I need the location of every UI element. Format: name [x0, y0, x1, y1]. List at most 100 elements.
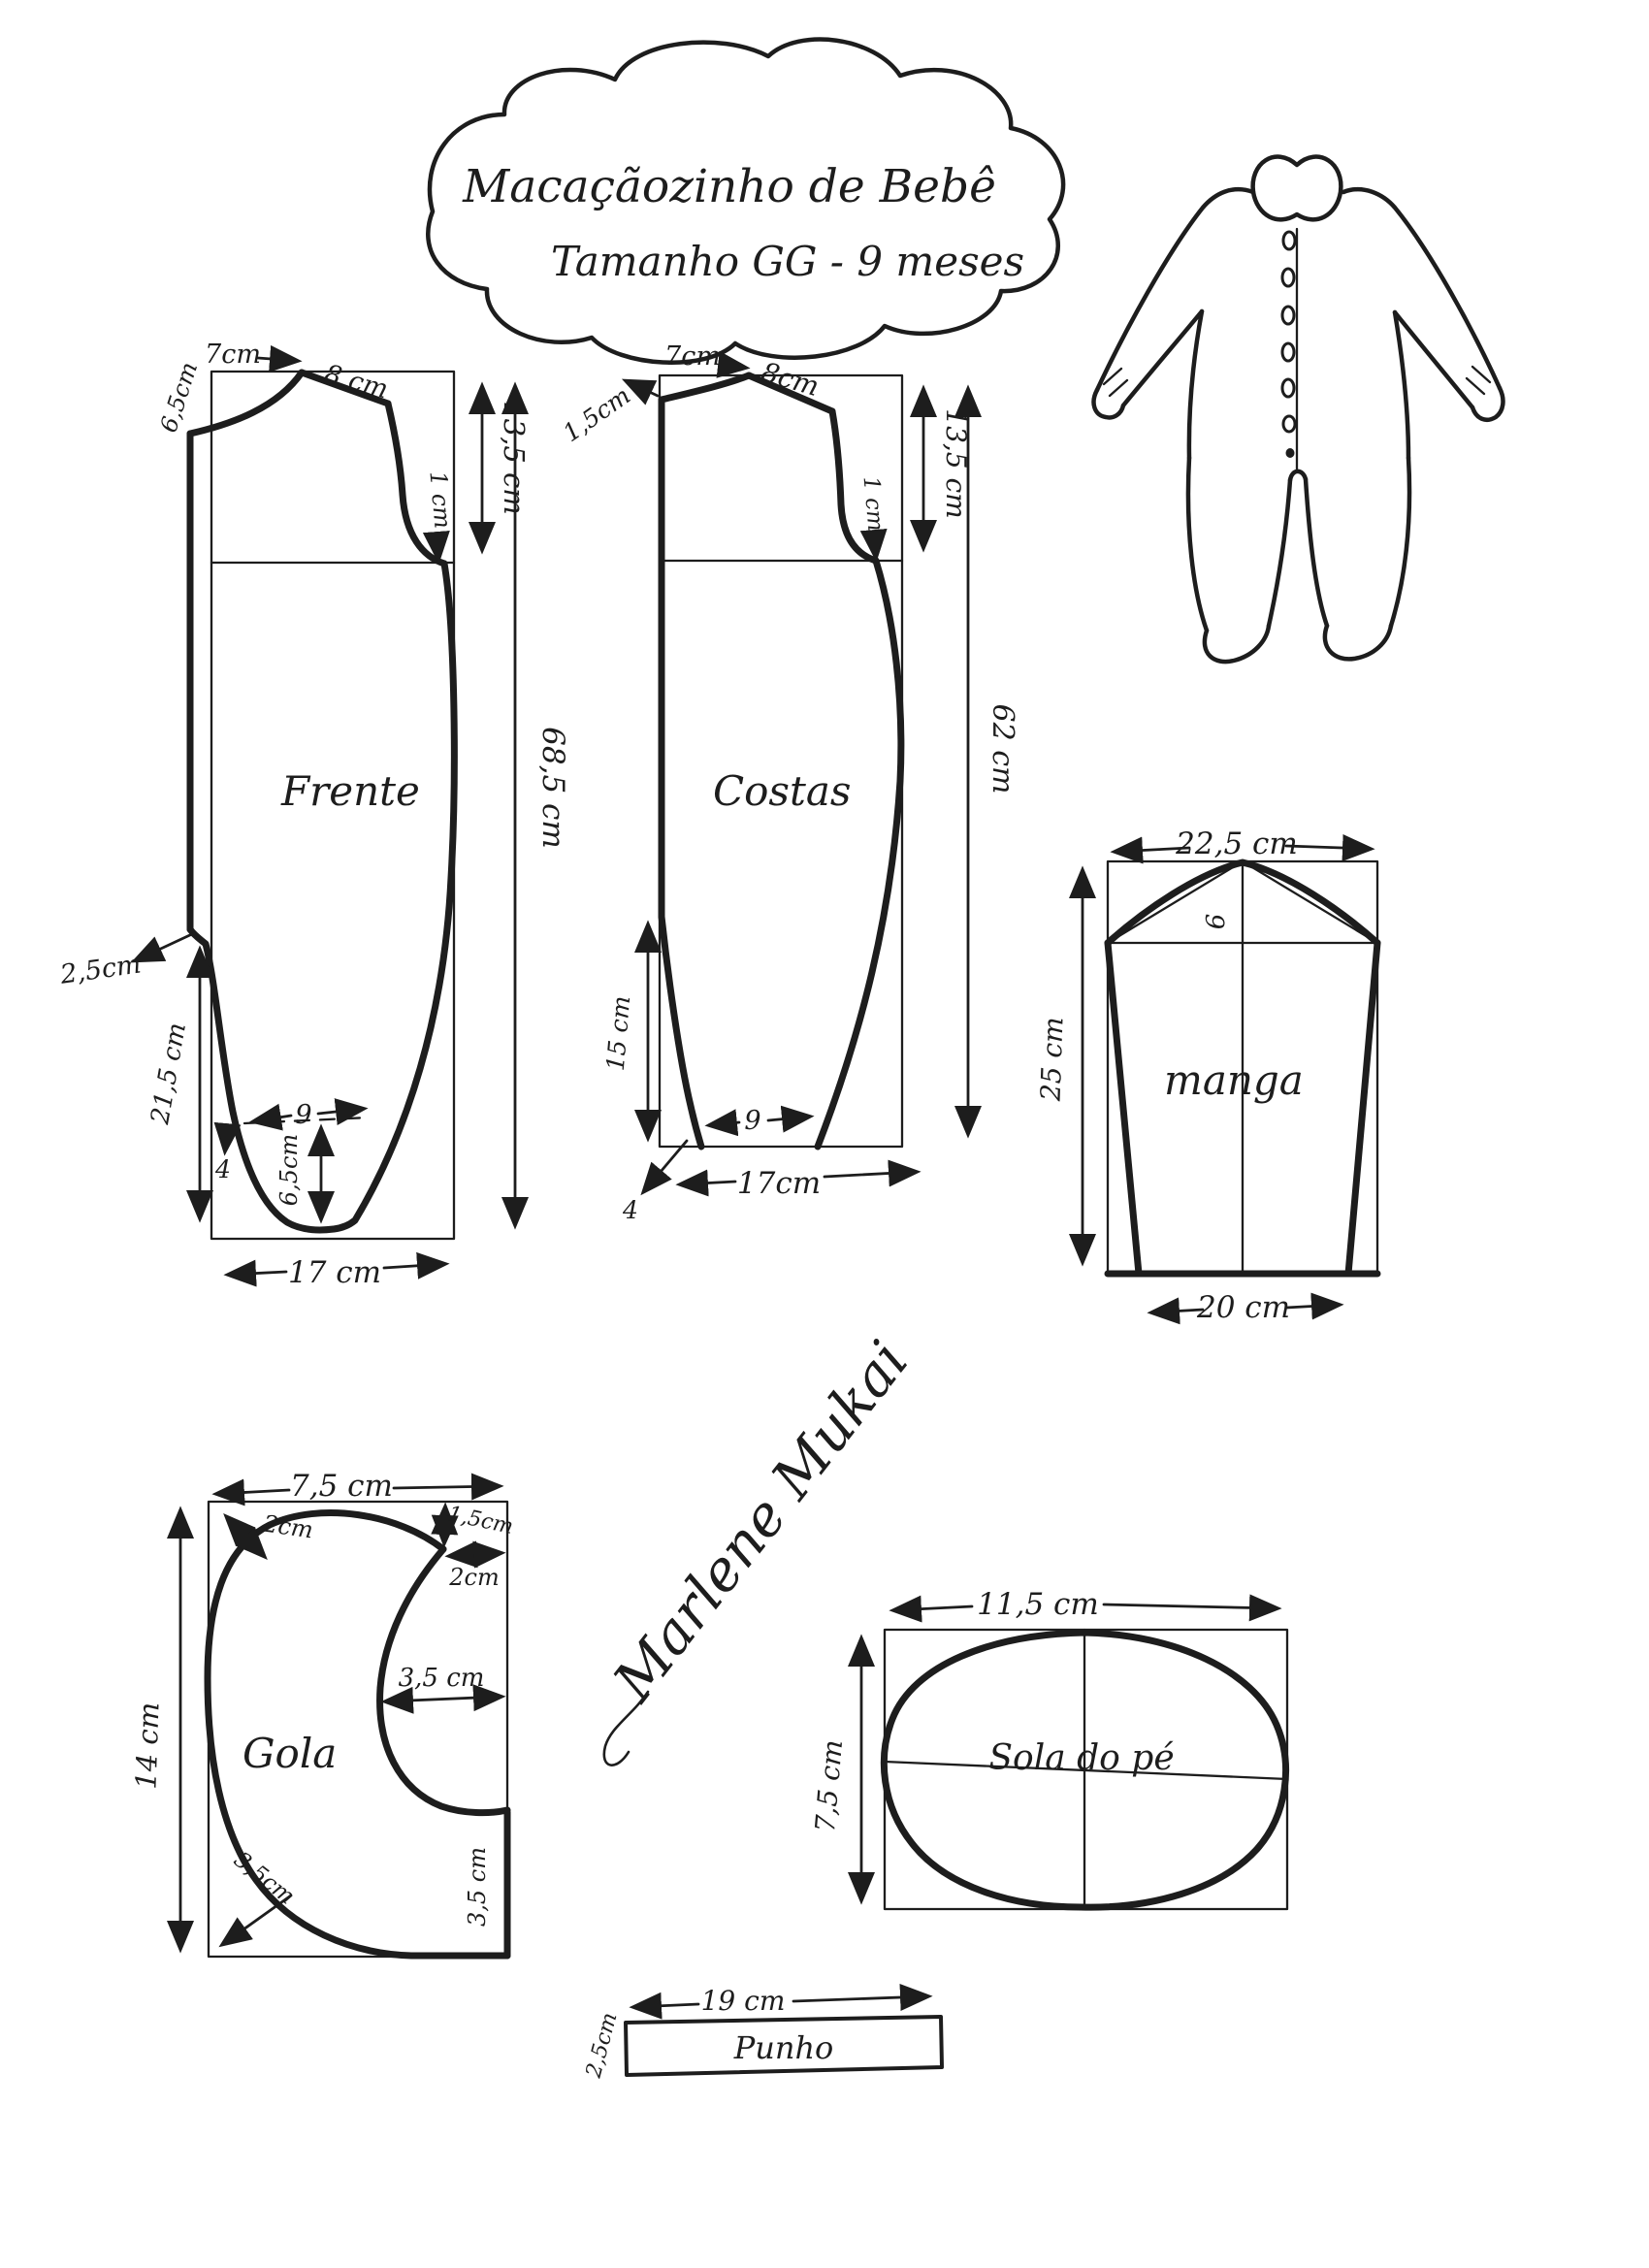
gola-end-width-label: 3,5 cm: [464, 1847, 491, 1927]
frente-bottom-width-arrow-left: [223, 1259, 288, 1287]
frente-neck-depth-label: 6,5cm: [155, 359, 204, 436]
onesie-left-leg-inner: [1266, 477, 1293, 629]
sola-piece-label: Sola do pé: [988, 1738, 1174, 1778]
sola-piece: 11,5 cm 7,5 cm Sola do pé: [809, 1587, 1289, 1911]
gola-top-width-arrow-left: [211, 1478, 291, 1507]
costas-total-height-label: 62 cm: [986, 704, 1019, 794]
manga-bottom-width-arrow-right: [1284, 1292, 1344, 1320]
frente-shoulder-line: [298, 369, 392, 407]
sola-width-arrow-right: [1102, 1594, 1282, 1622]
manga-top-width-arrow-right: [1284, 834, 1375, 862]
sola-construction-rect: [883, 1628, 1289, 1911]
costas-shoulder-line: [745, 372, 836, 415]
onesie-left-sleeve-outer: [1094, 186, 1256, 393]
gola-top-right-inset-label: 2cm: [448, 1564, 499, 1591]
gola-inner-curve: [376, 1545, 511, 1817]
punho-width-arrow-left: [629, 1992, 700, 2020]
sola-oval-outline: [880, 1629, 1289, 1911]
onesie-illustration: [1091, 154, 1505, 664]
cloud-outline: [426, 37, 1066, 365]
gola-outer-curve: [204, 1509, 511, 1960]
costas-bottom-width-arrow-left: [675, 1169, 737, 1197]
onesie-collar: [1250, 154, 1343, 222]
costas-leg-width-label: 9: [744, 1106, 760, 1136]
manga-piece: 22,5 cm 6 25 cm manga 20 cm: [1034, 826, 1381, 1325]
onesie-button-4: [1280, 341, 1296, 363]
costas-shoulder-slope-label: 8cm: [758, 356, 823, 403]
signature-text: Marlene Mukai: [599, 1329, 921, 1714]
frente-bottom-width-arrow-right: [382, 1251, 450, 1280]
gola-top-width-label: 7,5 cm: [290, 1469, 393, 1504]
gola-bottom-left-gap-label: 3,5cm: [229, 1847, 299, 1909]
onesie-left-body-side: [1186, 308, 1205, 461]
manga-side-height-label: 25 cm: [1034, 1017, 1069, 1103]
costas-neckline: [658, 372, 753, 404]
punho-rect: [624, 2015, 944, 2077]
frente-front-notch-arrow: [130, 931, 196, 963]
manga-bottom-width-arrow-left: [1147, 1297, 1205, 1325]
frente-front-notch-label: 2,5cm: [57, 949, 143, 989]
manga-top-width-arrow-left: [1110, 836, 1191, 864]
pattern-title-line2: Tamanho GG - 9 meses: [551, 238, 1024, 285]
manga-cap-diagonal-right: [1241, 859, 1379, 945]
frente-leg-height-label: 21,5 cm: [146, 1021, 192, 1127]
gola-bottom-left-gap-arrow: [218, 1894, 293, 1948]
frente-piece-label: Frente: [280, 767, 420, 815]
frente-shoulder-width-arrow: [256, 344, 303, 373]
costas-piece: 7cm 8cm 1,5cm 13,5 cm 1 cm 62 cm Costas …: [558, 341, 1019, 1224]
costas-bottom-width-label: 17cm: [737, 1166, 821, 1201]
sola-cross-horizontal: [883, 1760, 1289, 1781]
frente-leg-width-label: 9: [295, 1100, 311, 1130]
manga-seam-left: [1104, 939, 1143, 1278]
frente-armhole-gap-arrow: [422, 531, 450, 565]
costas-shoulder-width-label: 7cm: [664, 341, 721, 372]
costas-neck-depth-label: 1,5cm: [558, 381, 635, 447]
gola-piece: 7,5 cm 2cm 1,5cm 2cm 3,5 cm Gola 14 cm 3…: [129, 1469, 515, 1960]
sola-width-arrow-left: [889, 1595, 974, 1623]
costas-corner-label: 4: [622, 1196, 638, 1224]
sola-height-label: 7,5 cm: [809, 1738, 849, 1833]
onesie-cuff-gathers-left: [1102, 367, 1129, 398]
gola-top-left-gap-label: 2cm: [261, 1509, 315, 1543]
onesie-button-2: [1280, 267, 1296, 288]
gola-top-right-inset-arrow: [444, 1540, 506, 1569]
costas-neck-depth-arrow: [621, 378, 660, 405]
onesie-left-leg-outer: [1185, 455, 1210, 633]
onesie-left-foot: [1202, 623, 1272, 664]
gola-inner-offset-label: 3,5 cm: [399, 1664, 485, 1693]
frente-side-leg-curve: [330, 560, 458, 1233]
frente-notch-drop-arrow: [213, 1121, 242, 1156]
costas-leg-width-arrow-left: [704, 1109, 741, 1137]
frente-crotch-curve: [186, 925, 338, 1234]
onesie-right-leg-inner: [1303, 476, 1330, 629]
onesie-left-cuff: [1091, 387, 1126, 420]
frente-shoulder-slope-label: 8 cm: [321, 359, 391, 405]
signature-flourish: [602, 1690, 650, 1766]
punho-piece-label: Punho: [733, 2029, 834, 2066]
onesie-right-cuff: [1470, 385, 1505, 422]
gola-inner-offset-arrow: [380, 1684, 506, 1714]
costas-armhole-gap-arrow: [859, 528, 888, 563]
gola-top-right-drop-arrow: [431, 1502, 459, 1548]
punho-width-arrow-right: [792, 1984, 933, 2012]
gola-top-width-arrow-right: [392, 1473, 504, 1501]
frente-shoulder-width-label: 7cm: [205, 340, 261, 370]
manga-cap-curve: [1104, 859, 1381, 947]
costas-leg-height-label: 15 cm: [601, 994, 636, 1072]
frente-leg-width-arrow-right: [316, 1098, 369, 1125]
onesie-right-sleeve-outer: [1341, 186, 1503, 391]
onesie-button-6: [1281, 414, 1297, 434]
manga-piece-label: manga: [1164, 1056, 1304, 1104]
frente-total-height-label: 68,5 cm: [535, 727, 570, 849]
frente-leg-depth-label: 6,5cm: [275, 1134, 303, 1206]
costas-piece-label: Costas: [713, 767, 851, 815]
gola-top-left-gap-arrow: [223, 1512, 268, 1561]
costas-leg-width-arrow-right: [766, 1105, 815, 1133]
costas-bottom-width-arrow-right: [823, 1159, 922, 1187]
costas-crotch-curve: [658, 913, 705, 1150]
manga-cap-diagonal-left: [1106, 859, 1245, 945]
frente-piece: 7cm 8 cm 6,5cm 13,5 cm 1 cm 68,5 cm Fren…: [57, 340, 570, 1290]
costas-side-leg-curve: [814, 557, 905, 1150]
